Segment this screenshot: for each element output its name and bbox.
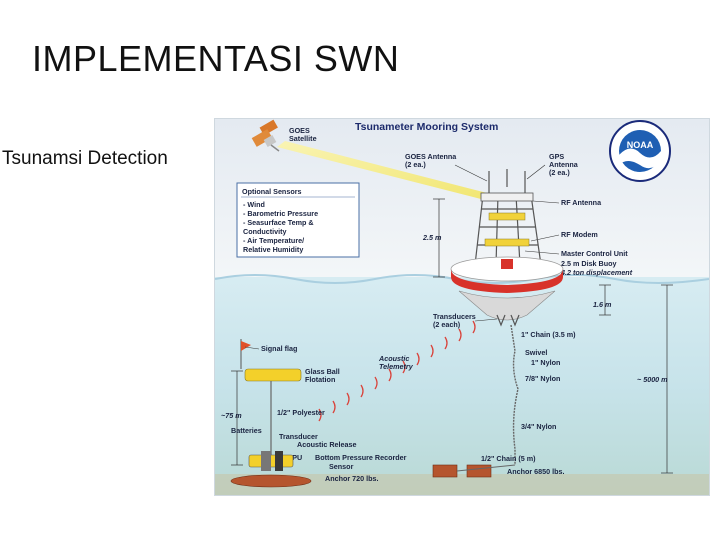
optional-sensor-item: Conductivity bbox=[243, 227, 287, 236]
displacement-label: 4.2 ton displacement bbox=[560, 268, 633, 277]
bpr-height-label: ~75 m bbox=[221, 411, 242, 420]
nylon-7-8-label: 7/8" Nylon bbox=[525, 374, 560, 383]
transducer-label: Transducer bbox=[279, 432, 318, 441]
optional-sensor-item: - Seasurface Temp & bbox=[243, 218, 314, 227]
yellow-panel-bottom bbox=[484, 238, 530, 247]
glass-ball-flotation bbox=[244, 368, 302, 382]
optional-sensors-box: Optional Sensors - Wind - Barometric Pre… bbox=[236, 182, 360, 258]
anchor-bpr-label: Anchor 720 lbs. bbox=[325, 474, 379, 483]
master-control-label: Master Control Unit bbox=[561, 249, 628, 258]
slide-title: IMPLEMENTASI SWN bbox=[32, 38, 400, 79]
nylon-3-4-label: 3/4" Nylon bbox=[521, 422, 556, 431]
goes-antenna-label: GOES Antenna(2 ea.) bbox=[405, 152, 457, 169]
swivel-label: Swivel bbox=[525, 348, 547, 357]
leader-lines bbox=[454, 164, 560, 270]
noaa-logo: NOAA bbox=[609, 120, 671, 182]
transducer-right bbox=[510, 314, 520, 327]
optional-sensor-item: Relative Humidity bbox=[243, 245, 303, 254]
acoustic-release-label: Acoustic Release bbox=[297, 440, 357, 449]
diagram-title: Tsunameter Mooring System bbox=[355, 121, 498, 133]
disk-buoy-label: 2.5 m Disk Buoy bbox=[561, 259, 617, 268]
transducers-label: Transducers(2 each) bbox=[433, 312, 476, 329]
chain-top-label: 1" Chain (3.5 m) bbox=[521, 330, 576, 339]
chain-bottom-label: 1/2" Chain (5 m) bbox=[481, 454, 536, 463]
cpu-label: CPU bbox=[287, 453, 302, 462]
rf-antenna-label: RF Antenna bbox=[561, 198, 602, 207]
optional-sensor-item: - Barometric Pressure bbox=[243, 209, 318, 218]
transducer-left bbox=[496, 314, 506, 327]
signal-flag-icon bbox=[240, 339, 251, 369]
yellow-panel-top bbox=[488, 212, 526, 221]
sensor-label: Sensor bbox=[329, 462, 354, 471]
depth-label: ~ 5000 m bbox=[637, 375, 668, 384]
satellite-icon bbox=[251, 119, 280, 152]
satellite-beam bbox=[277, 141, 487, 199]
disk-buoy bbox=[450, 256, 564, 321]
optional-sensor-item: - Air Temperature/ bbox=[243, 236, 304, 245]
noaa-logo-text: NOAA bbox=[627, 140, 654, 150]
height-top-label: 2.5 m bbox=[422, 233, 442, 242]
acoustic-telemetry-waves bbox=[318, 320, 476, 422]
signal-flag-label: Signal flag bbox=[261, 344, 297, 353]
height-mid-label: 1.6 m bbox=[593, 300, 612, 309]
anchor-buoy-label: Anchor 6850 lbs. bbox=[507, 467, 565, 476]
bpr-instrument bbox=[230, 451, 312, 488]
sea bbox=[215, 277, 709, 495]
optional-sensors-title: Optional Sensors bbox=[242, 187, 302, 196]
rf-antenna-box bbox=[480, 192, 534, 202]
rf-modem-label: RF Modem bbox=[561, 230, 598, 239]
polyester-label: 1/2" Polyester bbox=[277, 408, 325, 417]
optional-sensor-item: - Wind bbox=[243, 200, 265, 209]
sea-floor bbox=[215, 474, 709, 495]
bpr-label: Bottom Pressure Recorder bbox=[315, 453, 407, 462]
mooring-line bbox=[510, 324, 519, 465]
slide-subtitle: Tsunamsi Detection bbox=[2, 148, 168, 169]
buoy-anchor bbox=[432, 464, 516, 478]
batteries-label: Batteries bbox=[231, 426, 262, 435]
nylon-1-label: 1" Nylon bbox=[531, 358, 560, 367]
dimension-markers bbox=[231, 198, 673, 474]
